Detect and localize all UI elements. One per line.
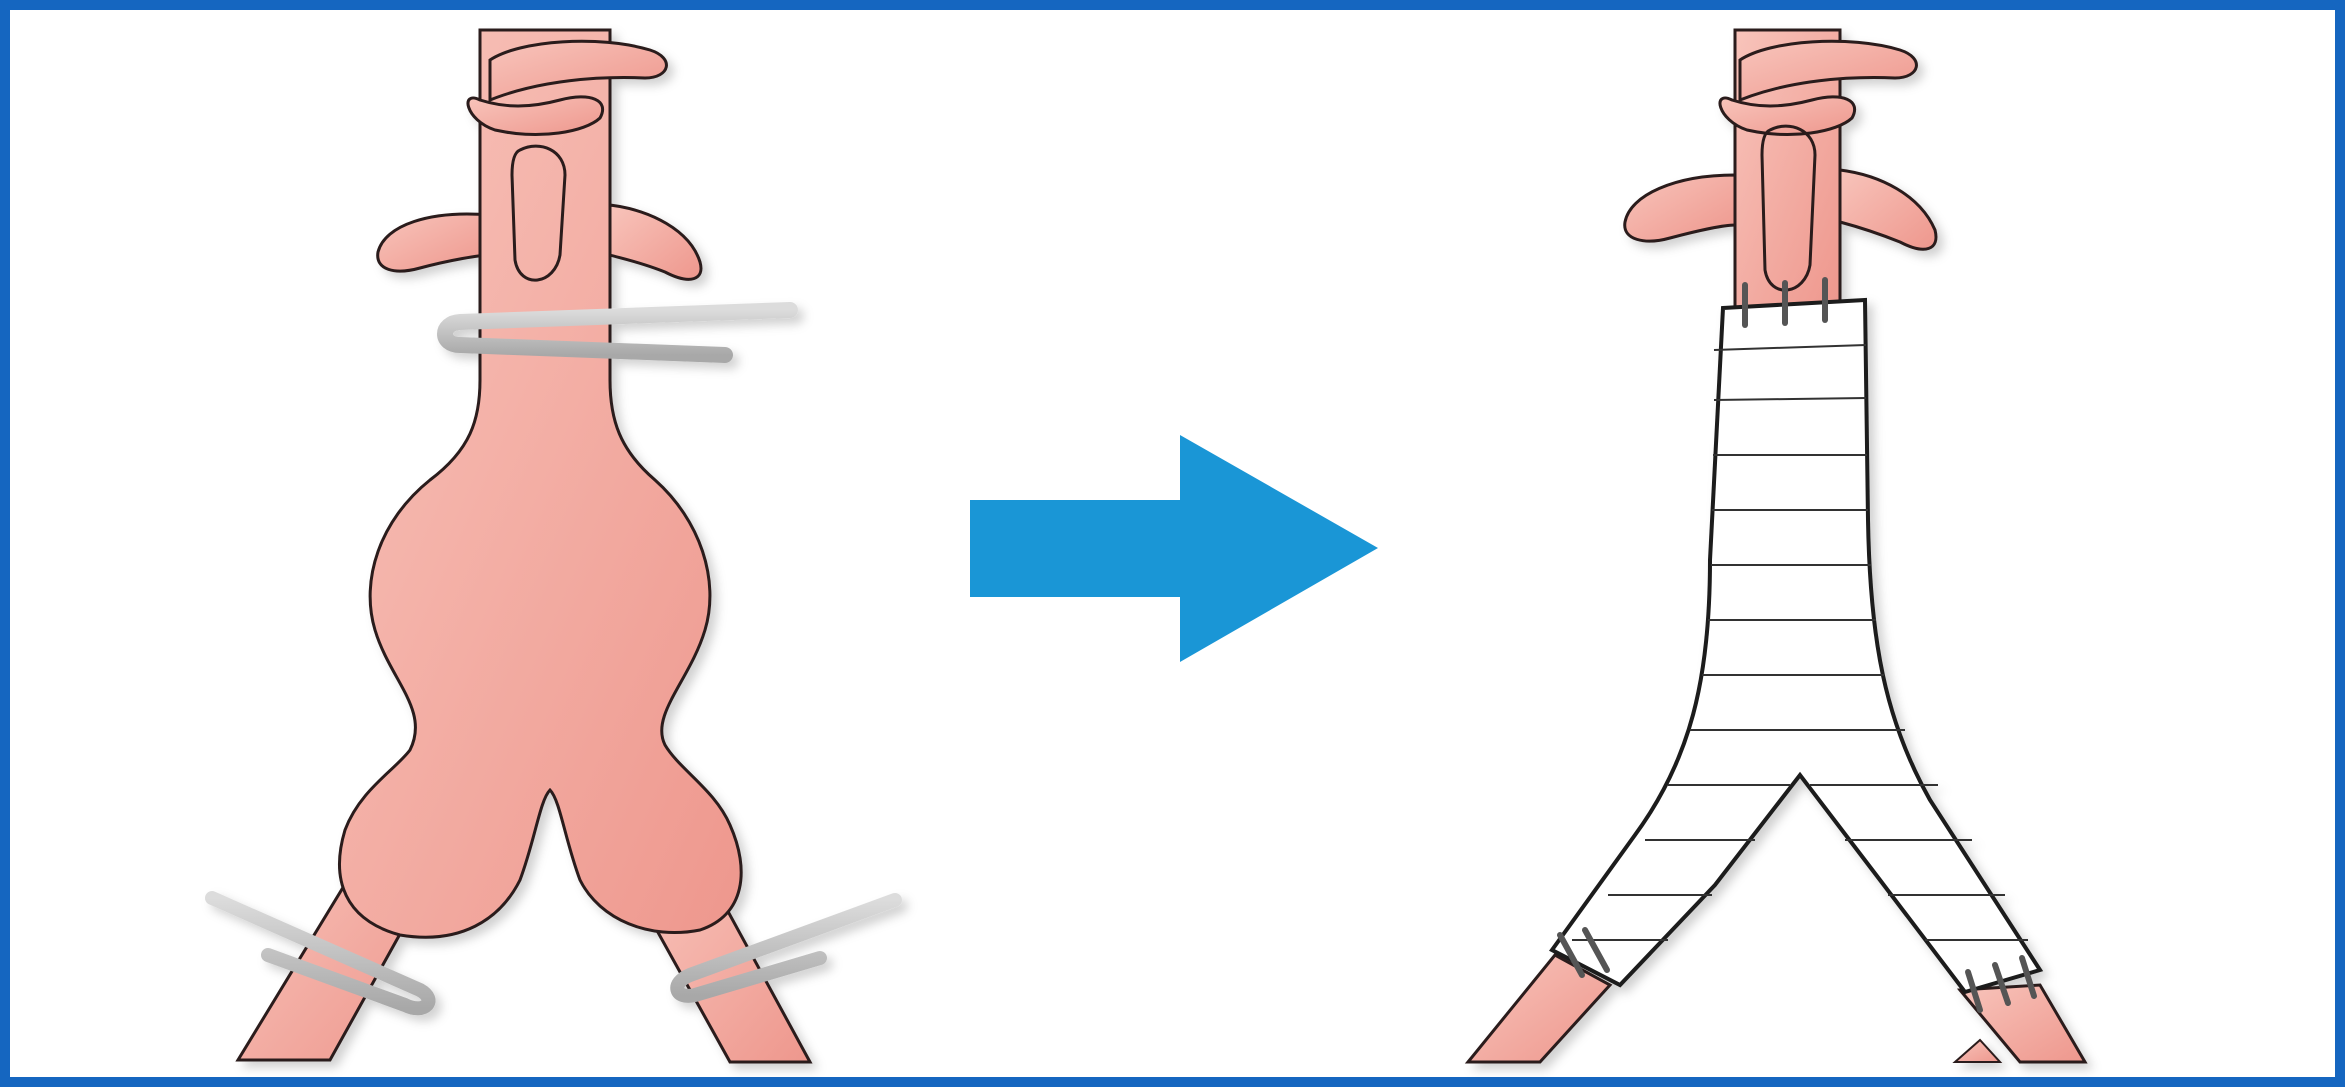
aneurysm-panel xyxy=(212,30,895,1062)
right-iliac-stump-inner xyxy=(1955,1040,2000,1062)
left-renal-artery xyxy=(378,214,490,271)
aneurysmal-aorta xyxy=(340,30,742,937)
bifurcated-graft xyxy=(1552,300,2040,992)
repair-panel xyxy=(1468,30,2085,1062)
right-renal-artery xyxy=(610,205,701,279)
graft-right-renal-artery xyxy=(1840,170,1936,249)
graft-left-renal-artery xyxy=(1625,175,1735,241)
transition-arrow xyxy=(970,435,1378,662)
